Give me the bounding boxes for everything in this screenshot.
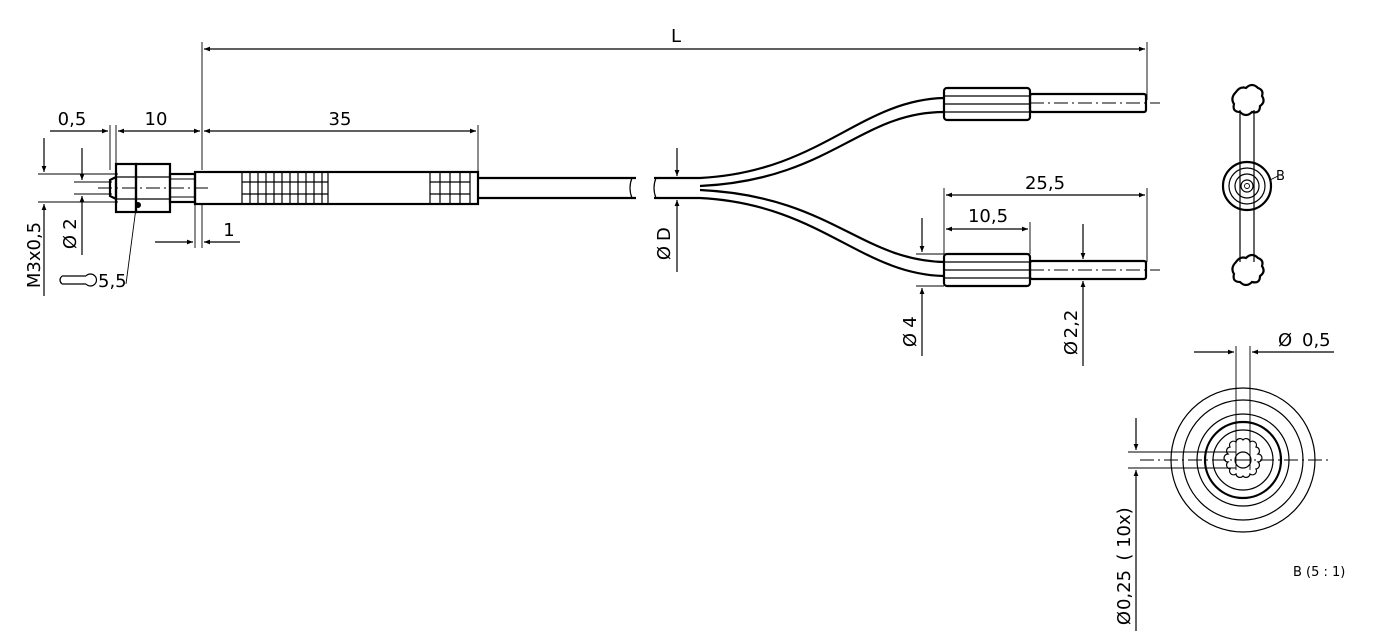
dim-label-L: L — [671, 26, 681, 47]
fiber-end-lower — [942, 252, 1160, 288]
detail-view-b: B (5 : 1) — [1128, 346, 1345, 580]
dimension-m3x0-5: M3x0,5 — [24, 138, 118, 296]
dimension-L: L — [201, 26, 1148, 170]
dimension-dia-2-2: Ø 2,2 — [1061, 224, 1100, 366]
dimension-35: 35 — [204, 109, 479, 172]
dimension-dia-0-25: Ø 0,25 ( 10x) — [1114, 418, 1139, 631]
fiber-cable — [478, 96, 945, 278]
dimension-dia-4: Ø 4 — [900, 218, 944, 356]
dim-label-10: 10 — [145, 109, 168, 130]
wrench-icon — [59, 273, 97, 287]
detail-view-caption: B (5 : 1) — [1293, 565, 1345, 580]
diameter-symbol: Ø — [1114, 611, 1135, 625]
diameter-symbol: Ø — [900, 333, 921, 347]
dim-label-dia-0-5: 0,5 — [1302, 330, 1331, 351]
dim-label-0-5: 0,5 — [58, 109, 87, 130]
dim-label-m3x0-5: M3x0,5 — [24, 222, 45, 288]
dimension-10-5: 10,5 — [946, 206, 1031, 254]
diameter-symbol: Ø — [1278, 330, 1292, 351]
dim-label-D: D — [654, 227, 675, 241]
dim-label-25-5: 25,5 — [1025, 173, 1065, 194]
dimension-0-5: 0,5 — [50, 109, 117, 170]
dim-label-10x: ( 10x) — [1114, 507, 1135, 560]
dim-label-dia-2-2: 2,2 — [1061, 310, 1082, 339]
dimension-dia-2: Ø 2 — [60, 148, 112, 255]
end-view: B — [1221, 83, 1285, 287]
diameter-symbol: Ø — [60, 235, 81, 249]
sleeve-ribs — [241, 172, 471, 204]
dimension-1: 1 — [155, 205, 240, 248]
dimension-wrench-5-5: 5,5 — [59, 207, 137, 292]
dimension-10: 10 — [118, 109, 200, 134]
dimension-25-5: 25,5 — [943, 173, 1148, 262]
dimension-dia-0-5: Ø 0,5 — [1194, 330, 1334, 355]
dim-label-wrench: 5,5 — [98, 271, 127, 292]
dim-label-dia-0-25: 0,25 — [1114, 570, 1135, 610]
dimension-dia-D: Ø D — [654, 148, 680, 272]
dim-label-1: 1 — [223, 220, 234, 241]
diameter-symbol: Ø — [1061, 341, 1082, 355]
dim-label-35: 35 — [329, 109, 352, 130]
view-b-marker: B — [1276, 169, 1285, 184]
diameter-symbol: Ø — [654, 246, 675, 260]
dim-label-dia-4: 4 — [900, 316, 921, 327]
fiber-end-upper — [942, 86, 1160, 122]
dim-label-10-5: 10,5 — [968, 206, 1008, 227]
sensor-head — [98, 162, 480, 214]
dim-label-dia-2: 2 — [60, 218, 81, 229]
